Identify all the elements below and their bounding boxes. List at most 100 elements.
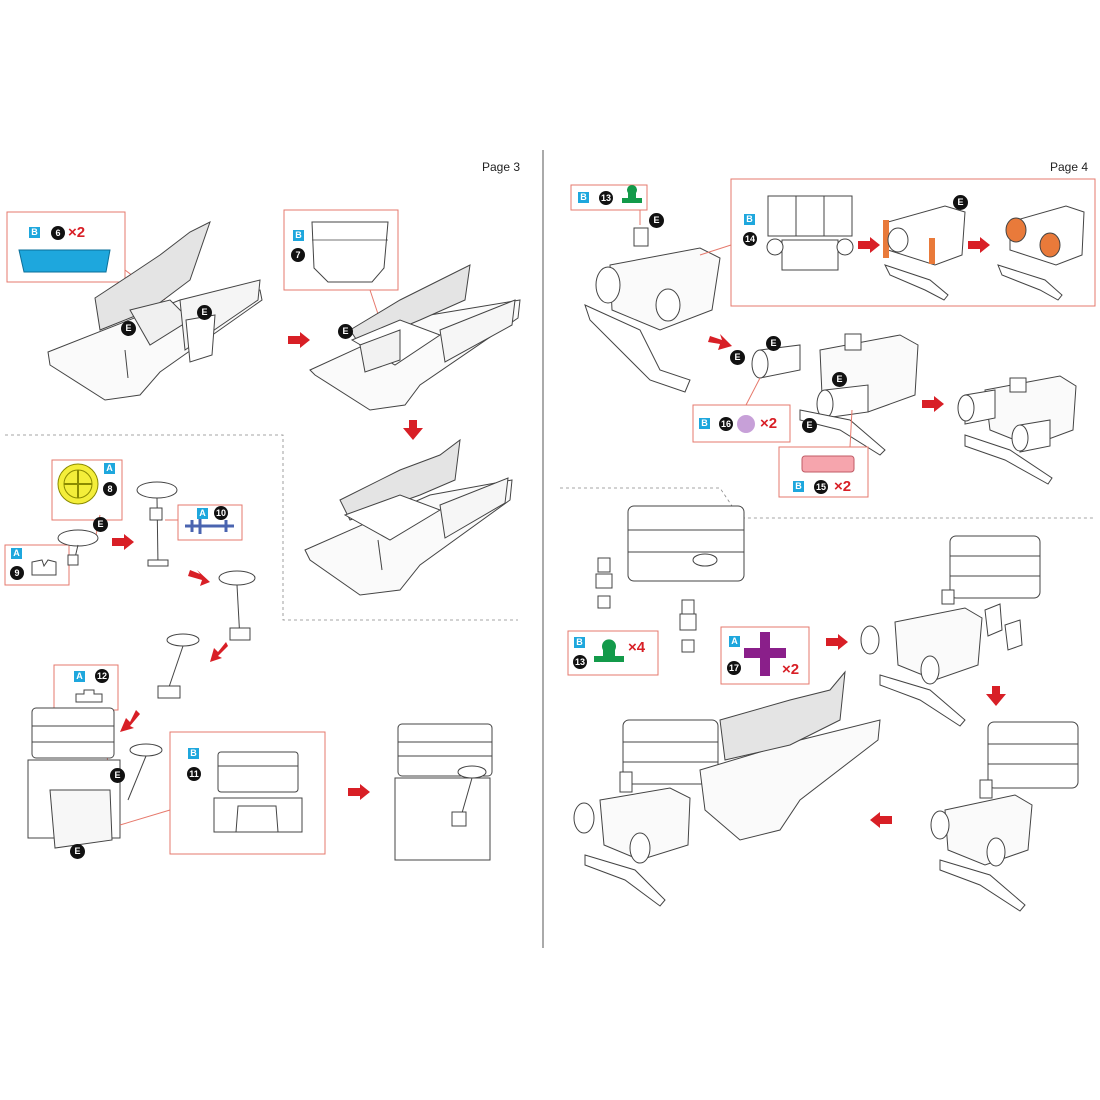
step-arrow bbox=[870, 812, 892, 828]
sheet-badge: B bbox=[578, 192, 589, 203]
step-arrow bbox=[288, 332, 310, 348]
step-arrow bbox=[922, 396, 944, 412]
sheet-badge: B bbox=[744, 214, 755, 225]
sheet-badge: B bbox=[293, 230, 304, 241]
part-number-8: 8 bbox=[103, 482, 117, 496]
part-13b-shape bbox=[594, 639, 624, 662]
part-qty-17: ×2 bbox=[782, 661, 800, 678]
dash-assembly bbox=[27, 707, 163, 849]
part-number-13: 13 bbox=[573, 655, 587, 669]
steering-assembly-4 bbox=[157, 633, 200, 699]
sheet-badge: B bbox=[793, 481, 804, 492]
part-callout-7 bbox=[283, 209, 399, 291]
step-arrow bbox=[826, 634, 848, 650]
dash-assembly-final bbox=[394, 723, 493, 861]
part-qty-6: ×2 bbox=[68, 224, 86, 241]
step-arrow bbox=[858, 237, 880, 253]
connector-e: E bbox=[70, 844, 85, 859]
connector-e: E bbox=[953, 195, 968, 210]
step-separator bbox=[5, 434, 518, 621]
part-callout-10 bbox=[177, 504, 243, 541]
step-separator bbox=[560, 487, 1095, 519]
connector-e: E bbox=[832, 372, 847, 387]
sheet-badge: B bbox=[188, 748, 199, 759]
part-number-12: 12 bbox=[95, 669, 109, 683]
part-number-10: 10 bbox=[214, 506, 228, 520]
sheet-badge: B bbox=[29, 227, 40, 238]
steering-assembly-2 bbox=[136, 481, 178, 567]
part-number-6: 6 bbox=[51, 226, 65, 240]
sheet-badge: A bbox=[197, 508, 208, 519]
part-10-shape bbox=[185, 518, 234, 534]
connector-e: E bbox=[649, 213, 664, 228]
connector-e: E bbox=[802, 418, 817, 433]
part-13-shape bbox=[622, 185, 642, 203]
engine-plates-step bbox=[883, 205, 966, 301]
part-number-7: 7 bbox=[291, 248, 305, 262]
step-arrow bbox=[188, 570, 210, 586]
full-car-assembly bbox=[573, 670, 881, 907]
step-arrow bbox=[708, 334, 732, 350]
steering-assembly-1 bbox=[57, 529, 99, 566]
part-number-14: 14 bbox=[743, 232, 757, 246]
connector-e: E bbox=[338, 324, 353, 339]
part-11-shape bbox=[213, 751, 303, 833]
engine-step2 bbox=[751, 333, 919, 456]
car-body-step3 bbox=[304, 438, 513, 596]
part-7-shape bbox=[311, 221, 389, 283]
part-callout-13b bbox=[567, 630, 659, 676]
car-body-step1 bbox=[47, 221, 263, 401]
part-16-shape bbox=[737, 415, 755, 433]
part-number-9: 9 bbox=[10, 566, 24, 580]
part-17-shape bbox=[744, 632, 786, 676]
part-number-16: 16 bbox=[719, 417, 733, 431]
sheet-badge: A bbox=[729, 636, 740, 647]
front-assembly-1 bbox=[860, 535, 1041, 727]
step-arrow bbox=[348, 784, 370, 800]
sheet-badge: A bbox=[104, 463, 115, 474]
part-12-shape bbox=[75, 689, 103, 703]
step-arrow bbox=[968, 237, 990, 253]
sheet-badge: B bbox=[574, 637, 585, 648]
part-9-shape bbox=[31, 559, 57, 576]
part-callout-6 bbox=[6, 211, 126, 283]
part-number-13: 13 bbox=[599, 191, 613, 205]
connector-e: E bbox=[110, 768, 125, 783]
part-qty-16: ×2 bbox=[760, 415, 778, 432]
part-callout-8 bbox=[51, 459, 123, 521]
sheet-badge: B bbox=[699, 418, 710, 429]
car-body-step2 bbox=[309, 264, 521, 411]
step-arrow bbox=[403, 420, 423, 440]
page-number-3: Page 3 bbox=[482, 160, 521, 174]
part-callout-11 bbox=[169, 731, 326, 855]
steering-assembly-3 bbox=[218, 570, 256, 641]
step-arrow bbox=[112, 534, 134, 550]
step-arrow bbox=[210, 642, 228, 662]
part-callout-15 bbox=[778, 446, 869, 498]
part-callout-12 bbox=[53, 664, 119, 711]
part-callout-16 bbox=[692, 404, 791, 443]
step-arrow bbox=[120, 710, 140, 732]
sheet-badge: A bbox=[11, 548, 22, 559]
part-qty-15: ×2 bbox=[834, 478, 852, 495]
part-number-11: 11 bbox=[187, 767, 201, 781]
step-arrow bbox=[986, 686, 1006, 706]
engine-plates-done bbox=[997, 205, 1085, 301]
part-number-15: 15 bbox=[814, 480, 828, 494]
part-callout-13a bbox=[570, 184, 648, 211]
front-assembly-2 bbox=[930, 721, 1079, 912]
sheet-badge: A bbox=[74, 671, 85, 682]
part-number-17: 17 bbox=[727, 661, 741, 675]
connector-e: E bbox=[197, 305, 212, 320]
part-14-shape bbox=[766, 195, 854, 271]
part-callout-17 bbox=[720, 626, 810, 685]
part-15-shape bbox=[801, 455, 855, 473]
part-6-shape bbox=[18, 249, 111, 273]
part-callout-14 bbox=[730, 178, 1096, 307]
connector-e: E bbox=[766, 336, 781, 351]
page-number-4: Page 4 bbox=[1050, 160, 1089, 174]
engine-step3 bbox=[957, 375, 1077, 485]
dash-post-assembly bbox=[595, 505, 745, 653]
connector-e: E bbox=[730, 350, 745, 365]
engine-step1 bbox=[584, 227, 721, 393]
